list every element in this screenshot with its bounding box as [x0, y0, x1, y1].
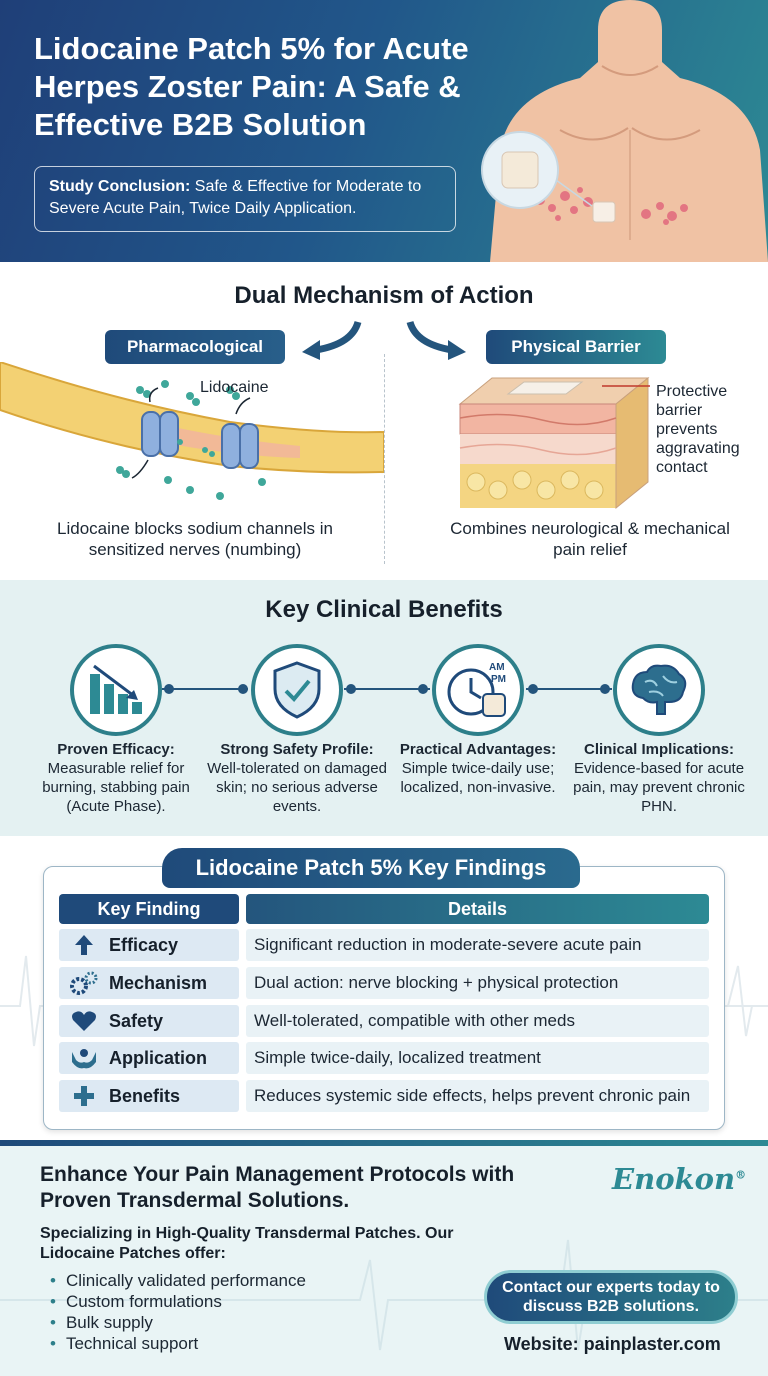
table-row-key: Efficacy	[59, 929, 239, 961]
barrier-label: Protective barrier prevents aggravating …	[656, 383, 740, 476]
list-item: Clinically validated performance	[50, 1270, 306, 1291]
split-arrows-icon	[302, 320, 466, 360]
study-conclusion-box: Study Conclusion: Safe & Effective for M…	[34, 166, 456, 232]
page-title: Lidocaine Patch 5% for Acute Herpes Zost…	[34, 31, 469, 142]
benefit-text: Well-tolerated on damaged skin; no serio…	[207, 760, 387, 815]
table-row-details: Well-tolerated, compatible with other me…	[246, 1005, 709, 1037]
connector-dot	[238, 684, 248, 694]
benefit-text: Measurable relief for burning, stabbing …	[42, 760, 190, 815]
benefit-clinical: Clinical Implications: Evidence-based fo…	[564, 740, 754, 816]
table-row-details: Simple twice-daily, localized treatment	[246, 1042, 709, 1074]
brand-name: Enokon	[612, 1162, 736, 1196]
benefit-title: Clinical Implications:	[583, 741, 735, 758]
header-banner: Lidocaine Patch 5% for Acute Herpes Zost…	[0, 0, 768, 262]
benefit-connector	[526, 688, 612, 690]
arrow-up-icon	[59, 934, 109, 956]
mechanism-divider	[384, 354, 385, 564]
connector-dot	[346, 684, 356, 694]
row-key-label: Application	[109, 1047, 207, 1068]
gears-icon	[59, 970, 109, 996]
footer-accent-bar	[0, 1140, 768, 1146]
hands-icon	[59, 1046, 109, 1070]
connector-dot	[528, 684, 538, 694]
brain-icon	[613, 644, 705, 736]
conclusion-label: Study Conclusion:	[49, 178, 191, 195]
shield-check-icon	[251, 644, 343, 736]
column-header-details: Details	[246, 894, 709, 924]
connector-dot	[164, 684, 174, 694]
table-row-key: Benefits	[59, 1080, 239, 1112]
physical-barrier-pill: Physical Barrier	[486, 330, 666, 364]
row-key-label: Efficacy	[109, 934, 179, 955]
plus-icon	[59, 1085, 109, 1107]
pharmacological-caption: Lidocaine blocks sodium channels in sens…	[57, 519, 333, 559]
footer-specialization: Specializing in High-Quality Transdermal…	[40, 1225, 454, 1262]
table-row-key: Application	[59, 1042, 239, 1074]
row-key-label: Benefits	[109, 1085, 181, 1106]
benefit-text: Simple twice-daily use; localized, non-i…	[400, 760, 556, 796]
ecg-background	[0, 1239, 768, 1351]
benefit-safety: Strong Safety Profile: Well-tolerated on…	[202, 740, 392, 816]
skin-layers-illustration	[458, 376, 650, 510]
am-label: AM	[489, 662, 505, 673]
benefit-text: Evidence-based for acute pain, may preve…	[573, 760, 745, 815]
table-row-details: Significant reduction in moderate-severe…	[246, 929, 709, 961]
column-header-key-finding: Key Finding	[59, 894, 239, 924]
findings-title: Lidocaine Patch 5% Key Findings	[162, 848, 580, 888]
mechanism-section: Dual Mechanism of Action Pharmacological…	[0, 262, 768, 580]
torso-illustration	[481, 0, 768, 262]
connector-dot	[600, 684, 610, 694]
benefits-section: Key Clinical Benefits	[0, 580, 768, 836]
physical-barrier-caption: Combines neurological & mechanical pain …	[450, 519, 730, 559]
findings-section: Lidocaine Patch 5% Key Findings Key Find…	[0, 836, 768, 1140]
list-item: Technical support	[50, 1333, 306, 1354]
website-link[interactable]: Website: painplaster.com	[504, 1334, 721, 1354]
row-key-label: Mechanism	[109, 972, 208, 993]
connector-dot	[418, 684, 428, 694]
list-item: Custom formulations	[50, 1291, 306, 1312]
benefit-title: Strong Safety Profile:	[220, 741, 374, 758]
benefit-efficacy: Proven Efficacy: Measurable relief for b…	[21, 740, 211, 816]
footer-headline: Enhance Your Pain Management Protocols w…	[40, 1163, 515, 1212]
bar-chart-down-icon	[70, 644, 162, 736]
enokon-logo: Enokon®	[612, 1162, 746, 1196]
pm-label: PM	[491, 674, 506, 685]
heart-icon	[59, 1010, 109, 1032]
nerve-illustration	[0, 362, 384, 500]
table-row-details: Reduces systemic side effects, helps pre…	[246, 1080, 709, 1112]
conclusion-text: Safe & Effective for Moderate to Severe …	[49, 178, 422, 217]
benefit-connector	[344, 688, 430, 690]
footer-section: Enhance Your Pain Management Protocols w…	[0, 1140, 768, 1376]
pharmacological-pill: Pharmacological	[105, 330, 285, 364]
registered-mark: ®	[735, 1168, 747, 1182]
table-row-key: Mechanism	[59, 967, 239, 999]
contact-experts-button[interactable]: Contact our experts today to discuss B2B…	[484, 1270, 738, 1324]
mechanism-title: Dual Mechanism of Action	[234, 282, 534, 309]
benefit-title: Proven Efficacy:	[57, 741, 175, 758]
offer-list: Clinically validated performance Custom …	[50, 1270, 306, 1354]
benefit-connector	[162, 688, 248, 690]
table-row-key: Safety	[59, 1005, 239, 1037]
clock-patch-icon: AM PM	[432, 644, 524, 736]
lidocaine-label: Lidocaine	[200, 379, 269, 396]
table-row-details: Dual action: nerve blocking + physical p…	[246, 967, 709, 999]
benefit-title: Practical Advantages:	[399, 741, 557, 758]
benefits-title: Key Clinical Benefits	[265, 596, 503, 623]
row-key-label: Safety	[109, 1010, 164, 1031]
benefit-practical: Practical Advantages: Simple twice-daily…	[383, 740, 573, 797]
list-item: Bulk supply	[50, 1312, 306, 1333]
